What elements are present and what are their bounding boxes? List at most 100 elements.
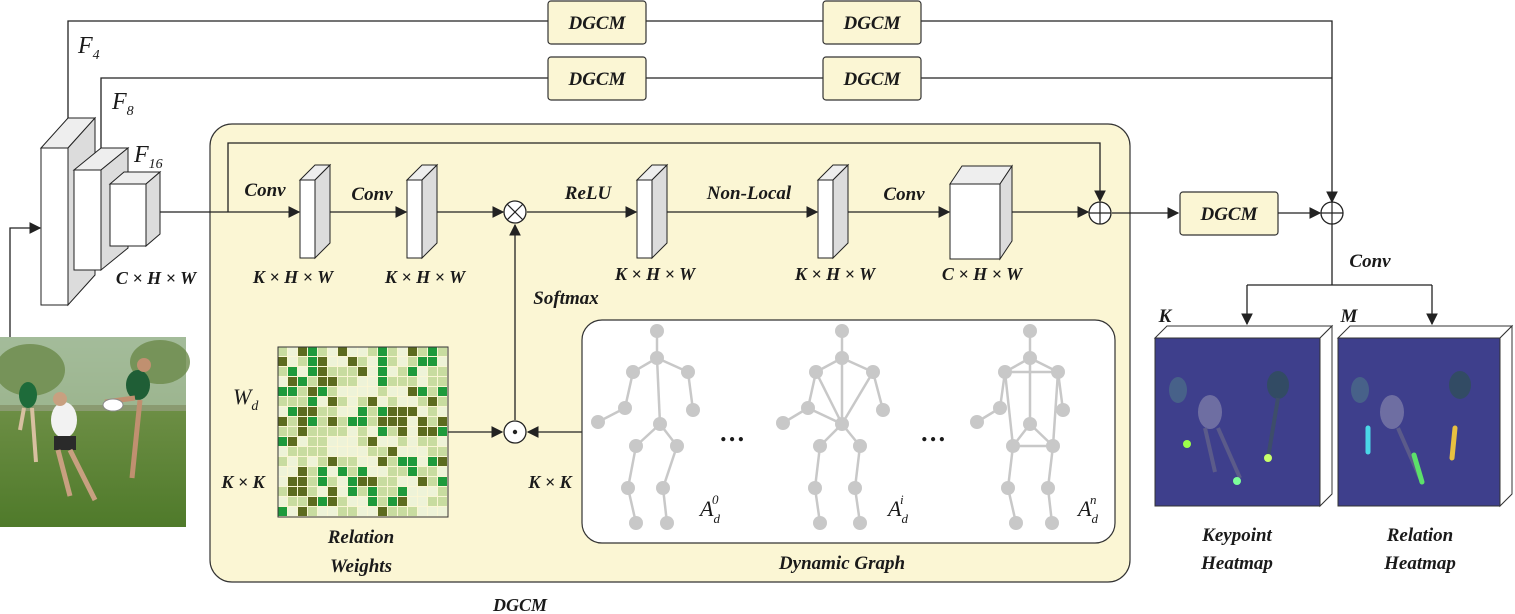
weight-cell (368, 457, 377, 466)
weight-cell (408, 357, 417, 366)
weight-cell (308, 377, 317, 386)
weight-cell (298, 497, 307, 506)
weight-cell (308, 477, 317, 486)
weight-cell (288, 457, 297, 466)
weight-cell (298, 437, 307, 446)
weight-cell (438, 427, 447, 436)
weight-cell (378, 497, 387, 506)
weight-cell (378, 357, 387, 366)
weight-cell (348, 477, 357, 486)
weight-cell (418, 447, 427, 456)
weight-cell (338, 417, 347, 426)
weight-cell (368, 397, 377, 406)
multiply-operator (503, 200, 527, 224)
dgcm-box-row1-b (822, 0, 922, 45)
weight-cell (298, 347, 307, 356)
weight-cell (368, 477, 377, 486)
weight-cell (438, 407, 447, 416)
weight-cell (308, 427, 317, 436)
weight-cell (418, 467, 427, 476)
weight-cell (288, 377, 297, 386)
weight-cell (298, 357, 307, 366)
weight-cell (378, 417, 387, 426)
weight-cell (278, 477, 287, 486)
weight-cell (378, 347, 387, 356)
op-label-relu: ReLU (564, 183, 613, 204)
dims-label-5: C × H × W (942, 264, 1024, 284)
weight-cell (378, 477, 387, 486)
weight-cell (308, 487, 317, 496)
weight-cell (328, 447, 337, 456)
weight-cell (288, 477, 297, 486)
weight-cell (298, 377, 307, 386)
weight-cell (348, 357, 357, 366)
weight-cell (428, 507, 437, 516)
dims-label-1: K × H × W (252, 267, 335, 287)
weight-cell (278, 507, 287, 516)
weight-cell (318, 437, 327, 446)
dgcm-box-row2-b (822, 56, 922, 101)
weight-cell (408, 467, 417, 476)
weight-cell (418, 487, 427, 496)
weight-cell (288, 417, 297, 426)
weight-cell (378, 457, 387, 466)
weight-cell (288, 397, 297, 406)
weight-cell (288, 427, 297, 436)
weight-cell (398, 417, 407, 426)
weight-cell (418, 497, 427, 506)
relation-weights-label-line2: Weights (330, 556, 392, 577)
weight-cell (388, 477, 397, 486)
weight-cell (408, 367, 417, 376)
skeleton-graph-i (776, 324, 890, 530)
weight-cell (318, 497, 327, 506)
weight-cell (308, 387, 317, 396)
weight-cell (398, 407, 407, 416)
weight-cell (418, 477, 427, 486)
softmax-label: Softmax (533, 288, 599, 309)
weight-cell (408, 477, 417, 486)
weight-cell (348, 467, 357, 476)
relation-heatmap (1336, 324, 1514, 508)
weight-cell (418, 507, 427, 516)
weight-cell (328, 497, 337, 506)
weight-cell (328, 437, 337, 446)
weight-cell (368, 427, 377, 436)
dgcm-label-row1-b: DGCM (842, 13, 901, 34)
weight-cell (298, 447, 307, 456)
weight-cell (288, 437, 297, 446)
weight-cell (368, 437, 377, 446)
weight-cell (408, 427, 417, 436)
weight-cell (318, 487, 327, 496)
weight-cell (328, 387, 337, 396)
weight-cell (428, 427, 437, 436)
top-skip-paths (67, 20, 1338, 204)
weight-cell (278, 377, 287, 386)
skeleton-graph-n (970, 324, 1070, 530)
weight-cell (308, 437, 317, 446)
weight-cell (398, 487, 407, 496)
weight-cell (308, 407, 317, 416)
weight-cell (438, 447, 447, 456)
weight-cell (358, 447, 367, 456)
weight-cell (378, 447, 387, 456)
weight-cell (308, 397, 317, 406)
weight-cell (438, 467, 447, 476)
relation-heatmap-label-line1: Relation (1386, 525, 1454, 546)
weight-cell (408, 347, 417, 356)
weight-cell (408, 377, 417, 386)
weight-cell (398, 347, 407, 356)
weight-cell (348, 507, 357, 516)
weight-cell (318, 387, 327, 396)
op-label-conv-3: Conv (883, 184, 925, 205)
weight-cell (298, 387, 307, 396)
weight-cell (358, 507, 367, 516)
weight-cell (438, 377, 447, 386)
weight-cell (408, 417, 417, 426)
weight-cell (328, 487, 337, 496)
weight-cell (418, 407, 427, 416)
weight-cell (308, 357, 317, 366)
weight-cell (318, 397, 327, 406)
weight-cell (328, 357, 337, 366)
weight-cell (378, 437, 387, 446)
weight-cell (428, 477, 437, 486)
